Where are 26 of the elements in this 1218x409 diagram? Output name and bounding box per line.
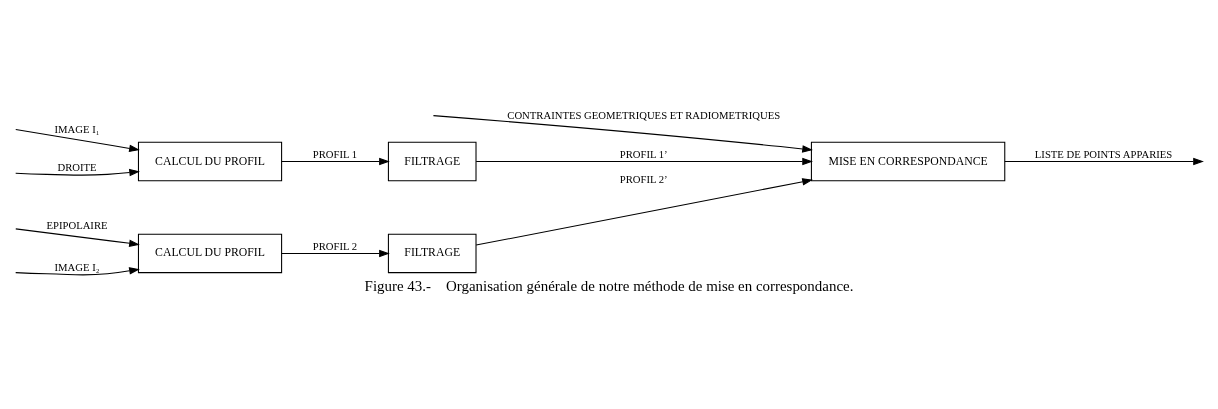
node-box: FILTRAGE <box>387 141 477 181</box>
arrow <box>432 114 813 153</box>
edge-label: PROFIL 1 <box>312 147 358 160</box>
node-box: CALCUL DU PROFIL <box>137 233 283 273</box>
edge-label: EPIPOLAIRE <box>46 218 108 231</box>
arrow <box>15 227 140 247</box>
node-box: MISE EN CORRESPONDANCE <box>810 141 1006 181</box>
arrow <box>475 177 813 246</box>
edge-label: LISTE DE POINTS APPARIES <box>1034 147 1173 160</box>
arrow <box>15 168 140 176</box>
arrow <box>281 157 390 165</box>
edge-label: IMAGE I₂ <box>54 260 100 272</box>
edge-label: PROFIL 2’ <box>619 172 668 185</box>
node-box: FILTRAGE <box>387 233 477 273</box>
arrow <box>1004 157 1204 165</box>
arrow <box>15 128 140 152</box>
edge-label: PROFIL 1’ <box>619 147 668 160</box>
edge-label: IMAGE I₁ <box>54 122 100 135</box>
edge-label: DROITE <box>57 160 97 173</box>
arrow <box>475 157 813 165</box>
edge-label: PROFIL 2 <box>312 239 358 252</box>
node-box: CALCUL DU PROFIL <box>137 141 283 181</box>
arrow <box>15 266 140 276</box>
caption: Figure 43.- Organisation générale de notre méthode de mise en correspondance. <box>364 277 854 294</box>
arrow <box>281 249 390 257</box>
edge-label: CONTRAINTES GEOMETRIQUES ET RADIOMETRIQUES <box>507 108 781 121</box>
